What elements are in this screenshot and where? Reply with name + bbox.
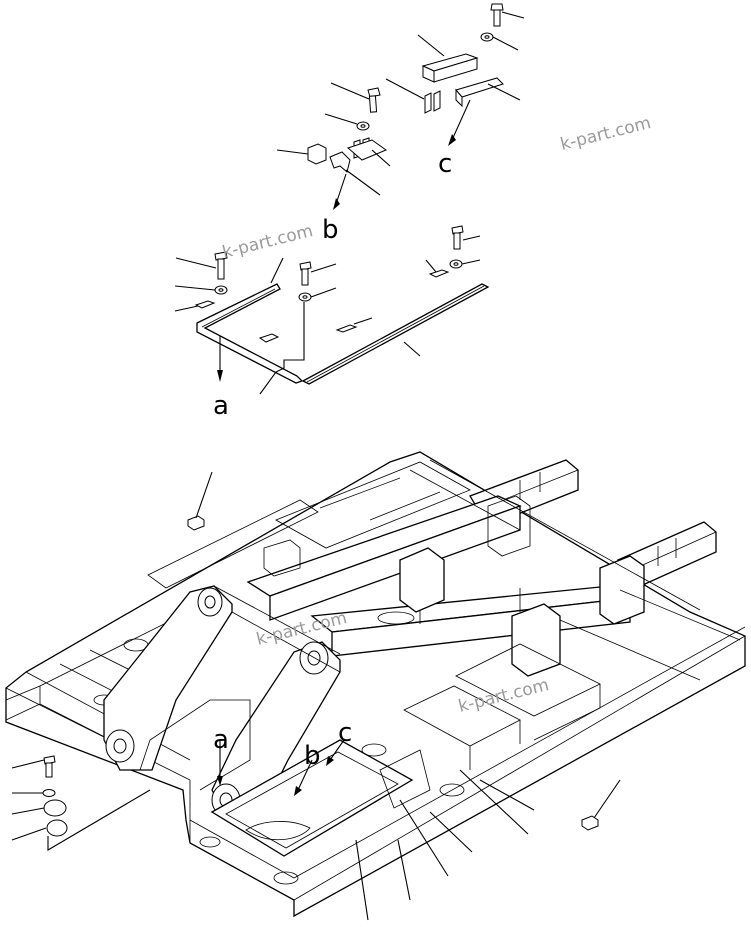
frame-plug-right bbox=[581, 779, 621, 831]
cover-support-line bbox=[259, 302, 305, 395]
view-label-a-frame: a bbox=[213, 725, 229, 755]
callout-leader-3 bbox=[355, 839, 369, 921]
revolving-frame bbox=[5, 451, 746, 918]
washer-c bbox=[480, 32, 519, 51]
frame-arrow-b bbox=[297, 759, 313, 791]
bolt-a-mid bbox=[299, 261, 337, 286]
washer-a-left bbox=[174, 285, 228, 295]
leader-arrow-c bbox=[451, 99, 471, 141]
callout-leader-5 bbox=[399, 799, 449, 877]
view-label-c-top: c bbox=[438, 149, 452, 179]
spacer-pair-c bbox=[385, 78, 441, 114]
frame-outer-deck bbox=[5, 451, 746, 918]
callout-leader-6 bbox=[479, 779, 535, 811]
boom-foot-left bbox=[103, 585, 233, 771]
assembly-group-c bbox=[385, 3, 525, 146]
pad-a-left bbox=[174, 300, 216, 312]
callout-leader-4 bbox=[459, 769, 529, 835]
cover-plate-right bbox=[301, 259, 490, 385]
watermark-2: k-part.com bbox=[220, 221, 315, 263]
callout-leader-2 bbox=[397, 839, 411, 901]
arrowhead-b bbox=[333, 198, 340, 210]
front-deck bbox=[210, 739, 414, 857]
washer-a-right bbox=[449, 259, 481, 269]
frame-arrow-c bbox=[329, 739, 345, 761]
washer-b bbox=[324, 113, 370, 131]
washer-a-mid bbox=[298, 287, 337, 302]
assembly-group-b bbox=[276, 82, 391, 210]
bolt-a-left bbox=[175, 251, 228, 280]
frame-plug-left bbox=[147, 471, 319, 589]
bolt-b bbox=[330, 82, 381, 113]
clip-bracket-b bbox=[329, 137, 391, 196]
view-label-b-top: b bbox=[322, 215, 339, 245]
cover-plate-left bbox=[196, 257, 304, 384]
shim-plate-c bbox=[417, 34, 479, 83]
frame-arrowhead-b bbox=[294, 786, 302, 796]
view-label-c-frame: c bbox=[338, 718, 352, 748]
leader-arrow-b bbox=[335, 173, 347, 205]
callout-leader-1 bbox=[429, 811, 473, 853]
arrowhead-a bbox=[217, 370, 223, 382]
bolt-a-right bbox=[451, 225, 481, 250]
bolt-c bbox=[490, 3, 525, 27]
block-b bbox=[276, 143, 327, 165]
view-label-b-frame: b bbox=[304, 741, 321, 771]
arrowhead-c bbox=[448, 134, 456, 146]
assembly-group-a bbox=[174, 225, 490, 395]
frame-arrowhead-c bbox=[326, 756, 334, 766]
watermark-1: k-part.com bbox=[558, 113, 653, 155]
frame-arrowhead-a bbox=[217, 776, 223, 786]
pin-assembly-left bbox=[11, 755, 151, 851]
view-label-a-top: a bbox=[213, 391, 229, 421]
bracket-c bbox=[455, 77, 521, 108]
